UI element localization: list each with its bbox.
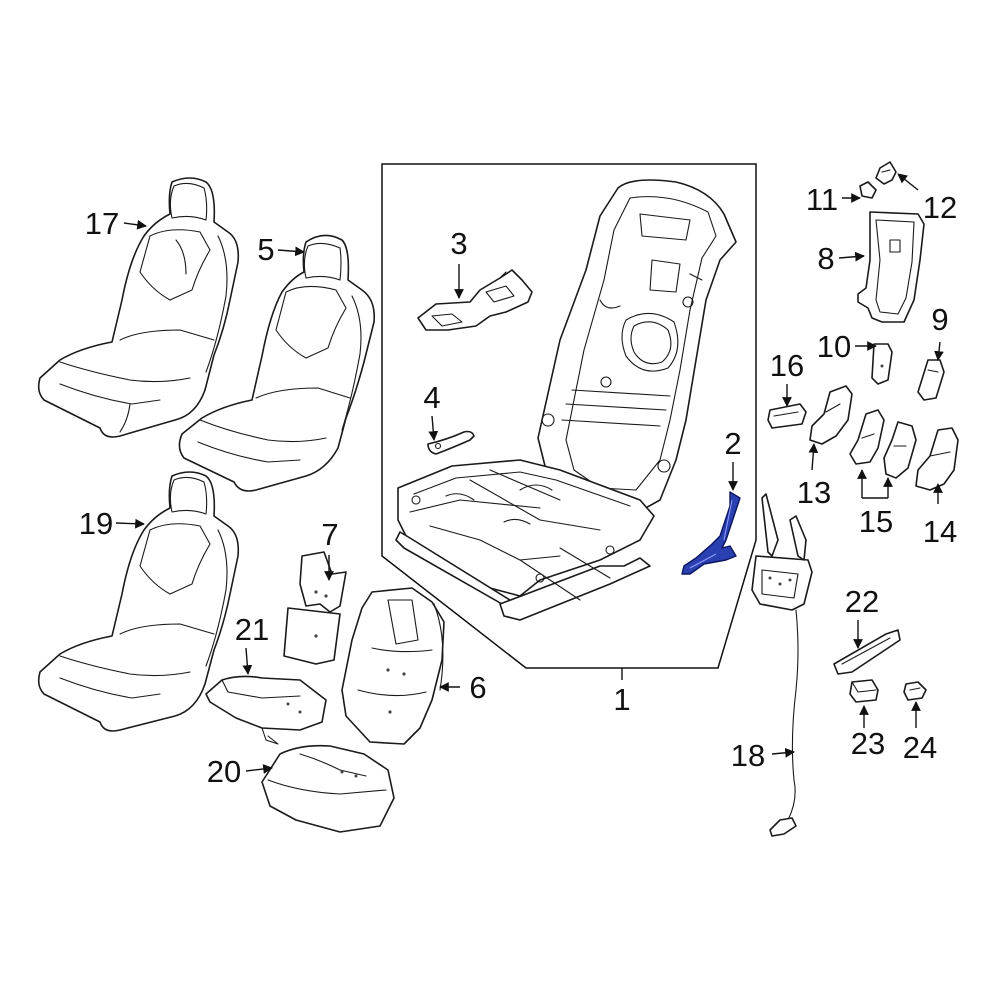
- callout-1: 1: [613, 682, 630, 717]
- cushion-pad-21[interactable]: [205, 675, 327, 745]
- bracket-3[interactable]: [417, 269, 533, 331]
- clip-12[interactable]: [875, 161, 897, 185]
- callout-2: 2: [724, 426, 741, 461]
- trim-13[interactable]: [809, 385, 853, 445]
- callout-20: 20: [207, 754, 241, 789]
- clip-11[interactable]: [859, 181, 877, 199]
- callout-9: 9: [931, 302, 948, 337]
- frame-callout-box: [381, 163, 757, 669]
- trim-strip-22[interactable]: [833, 629, 901, 675]
- callout-5: 5: [257, 232, 274, 267]
- callout-10: 10: [817, 329, 851, 364]
- clip-4[interactable]: [427, 430, 475, 455]
- callout-6: 6: [469, 670, 486, 705]
- callout-7: 7: [321, 517, 338, 552]
- callout-3: 3: [450, 226, 467, 261]
- seat-back-cover-6[interactable]: [341, 587, 445, 745]
- callout-19: 19: [79, 506, 113, 541]
- seat-assembly-17[interactable]: [37, 177, 240, 438]
- callout-16: 16: [770, 348, 804, 383]
- callout-14: 14: [923, 514, 957, 549]
- recliner-lever-2[interactable]: [681, 491, 741, 575]
- callout-8: 8: [817, 241, 834, 276]
- button-23[interactable]: [849, 679, 879, 703]
- callout-labels: 1 2 3 4 5 6 7 8 9 10 11 12 13 14 15 16 1…: [79, 182, 957, 789]
- callout-22: 22: [845, 584, 879, 619]
- seat-assembly-19[interactable]: [37, 471, 240, 732]
- seat-frame-assembly-1[interactable]: [395, 179, 737, 621]
- clip-24[interactable]: [903, 681, 927, 701]
- callout-13: 13: [797, 475, 831, 510]
- backrest-panel-7[interactable]: [283, 551, 347, 665]
- switch-16[interactable]: [767, 403, 807, 429]
- callout-17: 17: [85, 206, 119, 241]
- wiring-harness-18[interactable]: [751, 493, 813, 837]
- trim-15[interactable]: [849, 409, 917, 479]
- callout-12: 12: [923, 190, 957, 225]
- panel-8[interactable]: [857, 211, 925, 323]
- bracket-10[interactable]: [871, 343, 893, 385]
- callout-4: 4: [423, 380, 440, 415]
- callout-11: 11: [806, 182, 838, 217]
- seat-cushion-20[interactable]: [261, 744, 395, 833]
- callout-21: 21: [235, 612, 269, 647]
- callout-24: 24: [903, 730, 937, 765]
- cover-9[interactable]: [917, 359, 945, 401]
- callout-15: 15: [859, 504, 893, 539]
- leader-lines: [115, 173, 944, 774]
- callout-23: 23: [851, 726, 885, 761]
- trim-14[interactable]: [915, 427, 959, 491]
- callout-18: 18: [731, 738, 765, 773]
- seat-assembly-5[interactable]: [178, 234, 376, 492]
